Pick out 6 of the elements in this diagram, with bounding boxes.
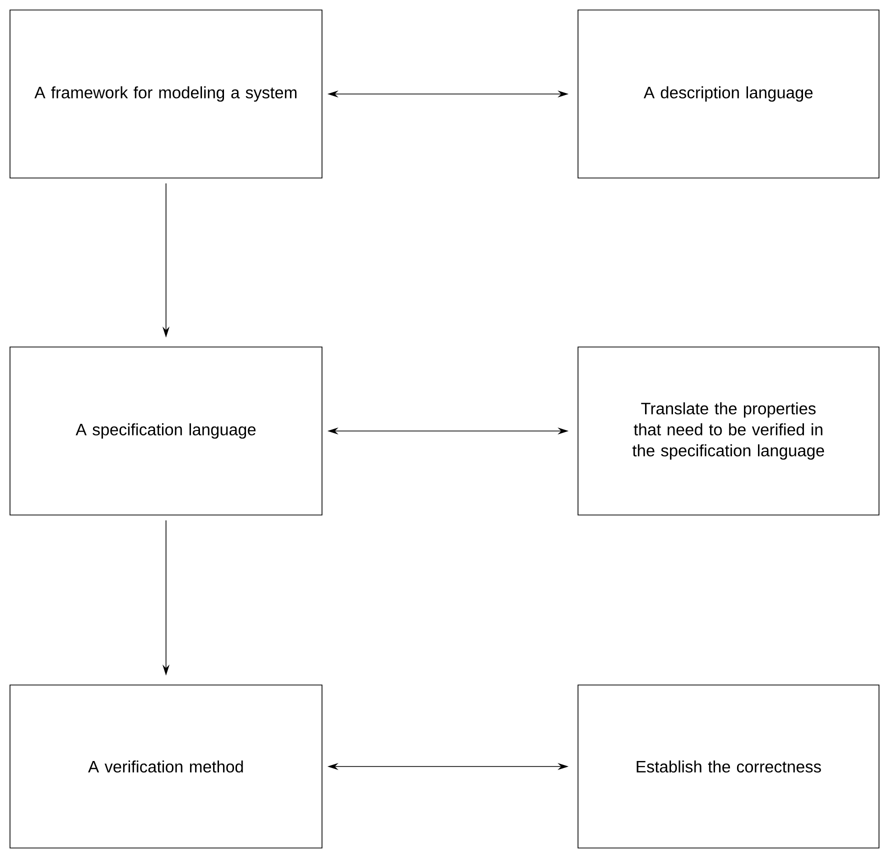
process-box: A framework for modeling a system bbox=[10, 10, 322, 178]
process-box: Translate the properties that need to be verified in the specification language bbox=[578, 346, 880, 516]
process-box: A verification method bbox=[10, 684, 322, 848]
process-box: A description language bbox=[578, 10, 880, 178]
process-box: A specification language bbox=[10, 346, 322, 516]
process-box: Establish the correctness bbox=[578, 684, 880, 848]
